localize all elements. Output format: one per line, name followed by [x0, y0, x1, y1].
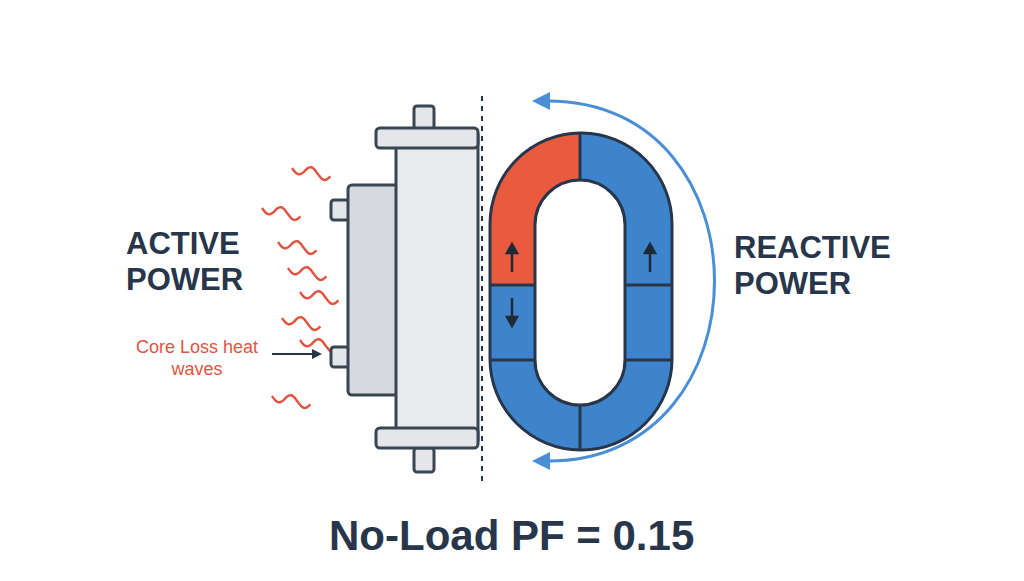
- leader-line: [272, 353, 314, 355]
- heat-wave: [278, 241, 316, 254]
- flux-loop-outline: [490, 133, 672, 450]
- heat-wave: [272, 395, 310, 408]
- transformer-core: [331, 106, 478, 472]
- heat-waves: [262, 167, 338, 408]
- power-label: ACTIVE POWER: [126, 226, 276, 298]
- leader-head: [312, 349, 322, 359]
- arc-head: [532, 452, 550, 470]
- circulation-arc: [548, 101, 715, 461]
- caption: No-Load PF = 0.15: [329, 512, 694, 560]
- arc-head: [532, 92, 550, 110]
- callout-note: Core Loss heat waves: [132, 336, 262, 380]
- divider-line: [481, 96, 483, 482]
- heat-wave: [288, 267, 326, 280]
- heat-wave: [262, 207, 300, 220]
- heat-wave: [300, 291, 338, 304]
- flux-loop: [480, 120, 680, 460]
- heat-wave: [282, 317, 320, 330]
- flux-arrows: [507, 244, 655, 326]
- heat-wave: [292, 167, 330, 180]
- power-label: REACTIVE POWER: [734, 230, 924, 302]
